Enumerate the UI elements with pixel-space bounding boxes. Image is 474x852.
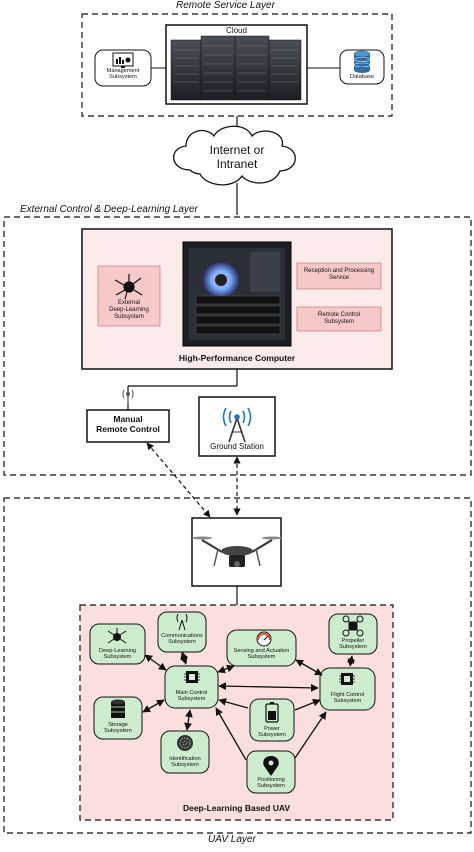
uav-connections xyxy=(142,651,356,761)
reception-line2: Service xyxy=(328,274,349,281)
management-label-line1: Management xyxy=(106,68,140,74)
database-icon xyxy=(353,50,371,73)
uav-layer-box xyxy=(3,497,472,834)
external-dl-line2: Deep-Learning xyxy=(109,306,149,313)
drone-icon xyxy=(342,615,364,637)
communications-label: Communications Subsystem xyxy=(156,633,208,646)
flight-control-line1: Flight Control xyxy=(330,692,365,698)
communications-line2: Subsystem xyxy=(168,639,196,646)
main-control-line2: Subsystem xyxy=(177,696,206,703)
deep-learning-line1: Deep-Learning xyxy=(98,648,136,654)
neuron-icon xyxy=(114,274,143,300)
uav-title: Deep-Learning Based UAV xyxy=(182,803,291,813)
propeller-label: Propeller Subsystem xyxy=(329,638,377,651)
database-label: Database xyxy=(350,74,374,80)
drone-image xyxy=(192,536,282,567)
ground-station-label: Ground Station xyxy=(210,442,264,451)
power-label: Power Subsystem xyxy=(250,726,294,739)
communications-node xyxy=(157,611,207,653)
sensing-actuation-node xyxy=(226,629,297,667)
sensing-line1: Sensing and Actuation xyxy=(233,648,290,654)
management-subsystem-label: Management Subsystem xyxy=(95,68,151,81)
internet-cloud-shape xyxy=(173,125,296,186)
external-dl-label: External Deep-Learning Subsystem xyxy=(98,300,160,321)
antenna-icon xyxy=(122,389,134,404)
propeller-line2: Subsystem xyxy=(339,644,367,651)
flight-control-line2: Subsystem xyxy=(333,698,362,705)
cloud-label: Cloud xyxy=(226,26,247,35)
positioning-line1: Positioning xyxy=(257,777,285,783)
manual-rc-line1: Manual xyxy=(113,414,143,424)
gauge-icon xyxy=(256,631,272,647)
main-control-node xyxy=(164,665,219,709)
manual-remote-control-label: Manual Remote Control xyxy=(87,414,169,435)
identification-label: Identification Subsystem xyxy=(159,756,211,769)
propeller-node xyxy=(328,613,378,655)
positioning-line2: Subsystem xyxy=(257,783,285,790)
main-control-line1: Main Control xyxy=(175,690,208,696)
chip-icon xyxy=(184,671,200,683)
neuron-small-icon xyxy=(107,628,127,644)
hpc-title: High-Performance Computer xyxy=(178,353,296,363)
battery-icon xyxy=(265,702,279,723)
storage-line1: Storage xyxy=(108,722,128,728)
external-dl-line1: External xyxy=(117,300,140,306)
sensing-line2: Subsystem xyxy=(247,654,276,661)
communications-tower-icon xyxy=(176,613,188,631)
storage-label: Storage Subsystem xyxy=(94,722,142,735)
manual-remote-control-box xyxy=(86,409,170,443)
remote-control-line2: Subsystem xyxy=(324,318,354,325)
management-label-line2: Subsystem xyxy=(109,74,137,81)
uav-nodes xyxy=(89,611,378,794)
uav-layer-label: UAV Layer xyxy=(208,834,256,845)
remote-service-layer-box xyxy=(81,13,393,117)
location-pin-icon xyxy=(263,756,279,776)
storage-line2: Subsystem xyxy=(104,728,132,735)
remote-control-line1: Remote Control xyxy=(317,312,361,318)
external-control-layer-label: External Control & Deep-Learning Layer xyxy=(20,204,198,215)
deep-learning-line2: Subsystem xyxy=(103,654,132,661)
positioning-label: Positioning Subsystem xyxy=(247,777,295,790)
reception-processing-label: Reception and Processing Service xyxy=(297,268,381,282)
deep-learning-node xyxy=(89,623,146,665)
external-control-layer-box xyxy=(3,216,472,476)
internet-label-line2: Intranet xyxy=(216,156,258,171)
flight-control-node xyxy=(319,667,376,711)
computer-tower-image xyxy=(182,241,292,347)
signal-tower-icon xyxy=(222,407,252,443)
remote-control-subsystem-node xyxy=(296,306,382,332)
remote-control-subsystem-label: Remote Control Subsystem xyxy=(297,312,381,326)
main-control-label: Main Control Subsystem xyxy=(165,690,218,703)
communications-line1: Communications xyxy=(161,633,203,639)
reception-processing-node xyxy=(296,262,382,290)
power-line1: Power xyxy=(264,726,280,732)
sensing-label: Sensing and Actuation Subsystem xyxy=(227,648,296,661)
external-dl-line3: Subsystem xyxy=(114,313,144,320)
identification-line2: Subsystem xyxy=(171,762,199,769)
identification-node xyxy=(160,730,210,774)
internet-label-line1: Internet or xyxy=(209,143,265,157)
flight-control-label: Flight Control Subsystem xyxy=(320,692,375,705)
dashboard-icon xyxy=(112,52,134,68)
remote-service-layer-label: Remote Service Layer xyxy=(176,0,275,11)
power-line2: Subsystem xyxy=(258,732,286,739)
fingerprint-icon xyxy=(177,735,193,751)
manual-rc-line2: Remote Control xyxy=(96,423,160,434)
chip-flight-icon xyxy=(339,673,355,685)
deep-learning-label: Deep-Learning Subsystem xyxy=(90,648,145,661)
internet-label: Internet or Intranet xyxy=(186,143,288,172)
storage-disk-icon xyxy=(111,699,125,718)
identification-line1: Identification xyxy=(169,756,201,762)
reception-line1: Reception and Processing xyxy=(303,268,375,274)
server-racks-image xyxy=(170,35,302,101)
propeller-line1: Propeller xyxy=(341,638,365,644)
ground-station-box xyxy=(198,396,276,457)
